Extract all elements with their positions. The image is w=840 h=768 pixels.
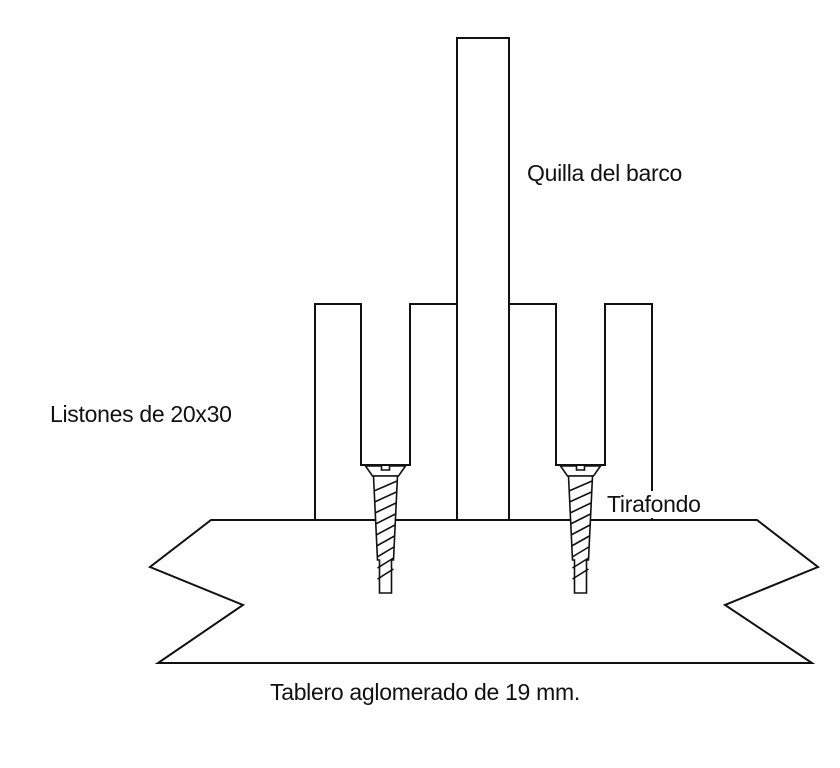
screw-head bbox=[366, 466, 406, 476]
keel bbox=[457, 38, 509, 520]
screw-right bbox=[561, 466, 601, 593]
board bbox=[150, 520, 818, 663]
battens-label: Listones de 20x30 bbox=[50, 401, 232, 428]
screw-head bbox=[561, 466, 601, 476]
screw-left bbox=[366, 466, 406, 593]
keel-label: Quilla del barco bbox=[527, 160, 682, 187]
screw-label: Tirafondo bbox=[607, 491, 703, 518]
board-label: Tablero aglomerado de 19 mm. bbox=[270, 679, 580, 706]
